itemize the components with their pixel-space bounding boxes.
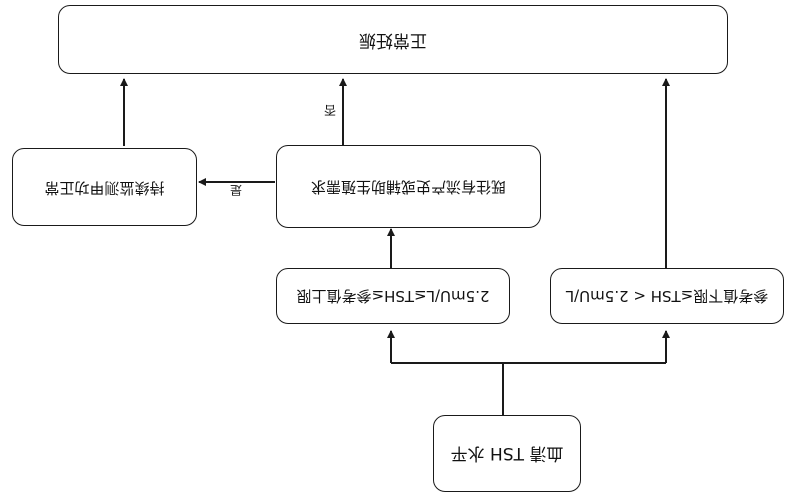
edge-label-yes: 是 <box>230 183 243 197</box>
between-range-label: 2.5mU/L≤TSH≤参考值上限 <box>296 287 490 305</box>
low-range-label: 参考值下限≤TSH < 2.5mU/L <box>565 287 769 305</box>
history-assisted-box <box>276 145 541 228</box>
normal-pregnancy-label: 正常妊娠 <box>359 30 427 50</box>
between-range-box <box>276 268 510 324</box>
serum-tsh-box <box>433 415 581 492</box>
continue-monitoring-label: 持续监测甲功正常 <box>44 179 165 197</box>
history-assisted-label: 既往有流产史或辅助生殖需求 <box>311 178 507 196</box>
serum-tsh-label: 血清 TSH 水平 <box>450 443 564 463</box>
low-range-box <box>550 268 784 324</box>
normal-pregnancy-box <box>58 5 728 74</box>
edge-label-no: 否 <box>324 103 337 117</box>
continue-monitoring-box <box>12 148 197 226</box>
